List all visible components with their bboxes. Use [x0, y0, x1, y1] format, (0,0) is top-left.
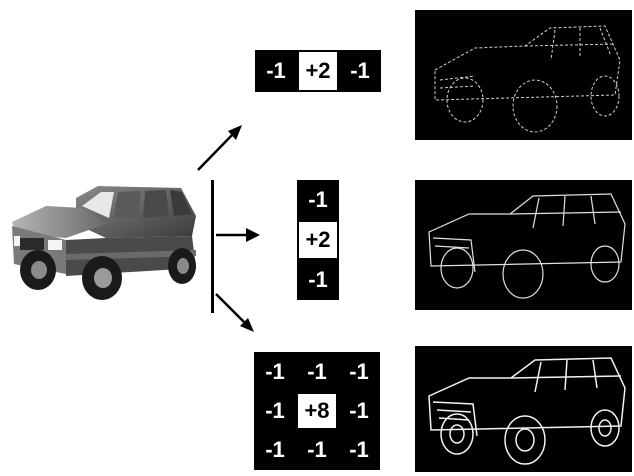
car-edge-laplacian-icon — [428, 357, 626, 465]
kernel-vertical: -1 +2 -1 — [297, 180, 339, 300]
car-edge-horizontal-icon — [434, 25, 621, 133]
kernel-cell: -1 — [297, 260, 339, 300]
kernel-cell: -1 — [254, 352, 296, 392]
edge-output-horizontal — [415, 10, 632, 140]
kernel-cell: -1 — [255, 50, 297, 92]
kernel-cell-center: +2 — [297, 50, 339, 92]
kernel-cell-center: +8 — [296, 392, 338, 430]
kernel-cell: -1 — [339, 50, 381, 92]
kernel-cell: -1 — [338, 430, 380, 470]
arrow-up-right — [197, 125, 242, 171]
kernel-cell: -1 — [254, 430, 296, 470]
divider-line — [211, 180, 214, 313]
kernel-cell-center: +2 — [297, 220, 339, 260]
arrow-right — [216, 228, 260, 242]
kernel-laplacian: -1 -1 -1 -1 +8 -1 -1 -1 -1 — [254, 352, 380, 470]
kernel-cell: -1 — [338, 392, 380, 430]
kernel-cell: -1 — [296, 430, 338, 470]
arrow-down-right — [215, 293, 254, 332]
kernel-cell: -1 — [297, 180, 339, 220]
edge-output-laplacian — [415, 346, 632, 472]
source-car-image — [12, 186, 196, 300]
kernel-cell: -1 — [254, 392, 296, 430]
kernel-cell: -1 — [296, 352, 338, 392]
edge-output-vertical — [415, 180, 632, 310]
car-edge-vertical-icon — [428, 193, 626, 299]
kernel-horizontal: -1 +2 -1 — [255, 50, 381, 92]
kernel-cell: -1 — [338, 352, 380, 392]
